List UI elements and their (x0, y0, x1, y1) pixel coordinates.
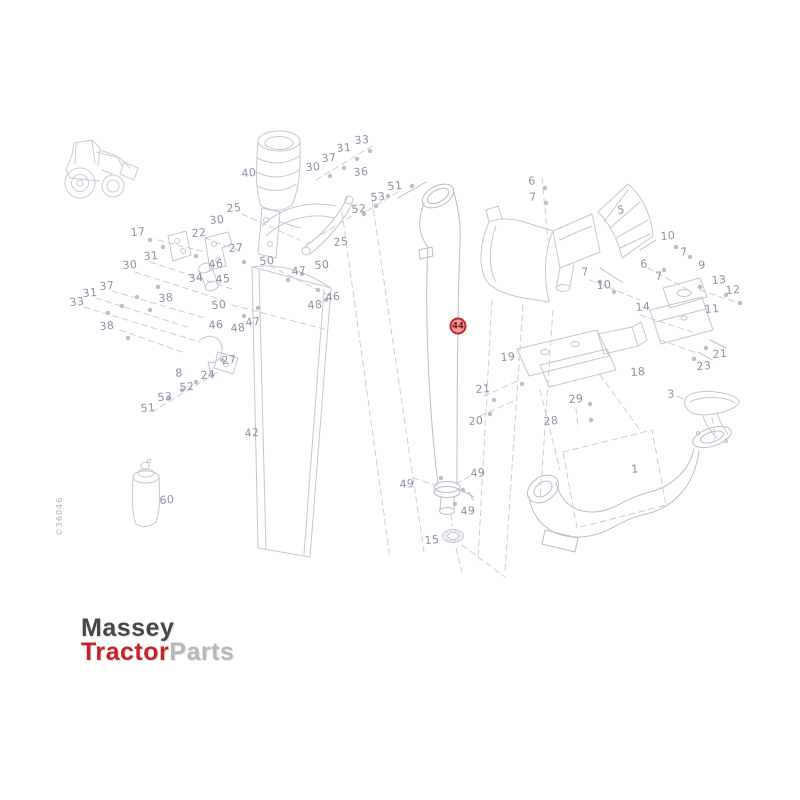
silencer-assembly-drawing (480, 183, 654, 303)
left-bracket-drawing (167, 230, 233, 292)
brand-word-massey: Massey (81, 614, 175, 642)
brand-word-parts: Parts (169, 638, 235, 666)
brand-word-tractor: Tractor (81, 638, 170, 666)
selected-part-badge[interactable]: 44 (449, 317, 467, 335)
mounting-bracket-drawing (516, 321, 648, 388)
small-bracket-cluster-drawing (649, 277, 714, 345)
gasket-drawing (442, 529, 464, 543)
exhaust-elbow-drawing (526, 425, 732, 553)
fastener-pins (397, 181, 727, 361)
tractor-icon (64, 139, 139, 199)
heat-shield-drawing (251, 265, 332, 558)
hook-bracket-drawing (199, 335, 239, 379)
muffler-drawing (255, 130, 301, 211)
rain-flap-drawing (676, 391, 740, 439)
projection-lines (83, 145, 743, 578)
brand-logo: Massey TractorParts (81, 614, 235, 666)
exhaust-stack-pipe-drawing (418, 183, 475, 515)
spray-can-drawing (131, 458, 161, 528)
muffler-strap-drawing (257, 195, 354, 259)
fastener-dots (105, 148, 743, 507)
diagram-watermark: ©36046 (55, 496, 65, 537)
